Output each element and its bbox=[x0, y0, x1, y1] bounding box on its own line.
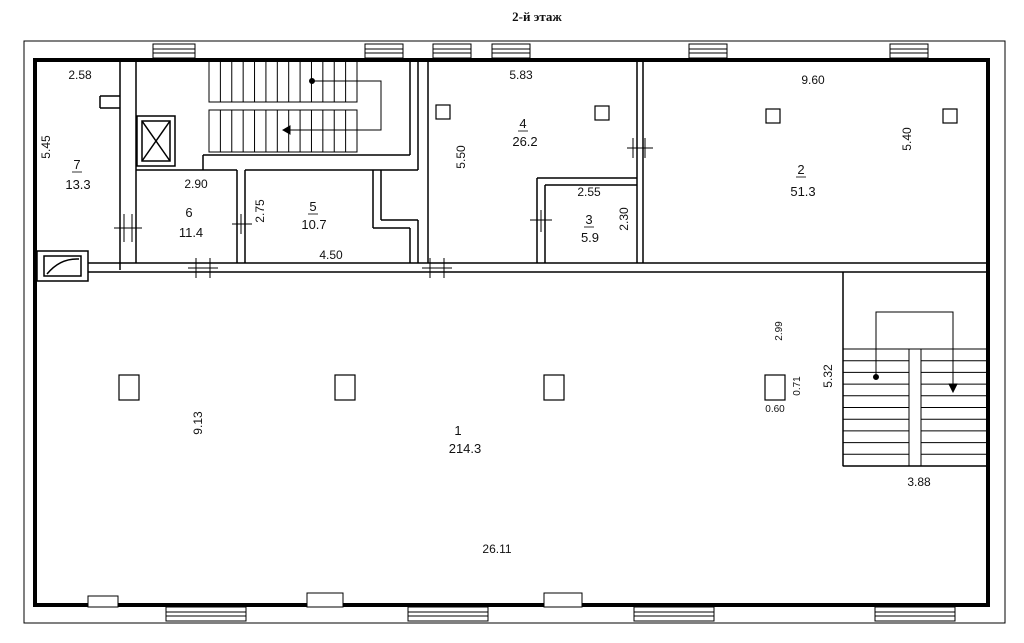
window bbox=[364, 43, 404, 59]
window bbox=[688, 43, 728, 59]
stair-treads-right bbox=[843, 360, 987, 455]
columns bbox=[118, 104, 958, 401]
room-3-label: 3 5.9 bbox=[581, 212, 599, 245]
dim-2-99: 2.99 bbox=[774, 321, 785, 341]
dim-2-90: 2.90 bbox=[184, 177, 208, 191]
dim-2-55: 2.55 bbox=[577, 185, 601, 199]
dim-26-11: 26.11 bbox=[482, 542, 511, 556]
elevator-shaft bbox=[136, 115, 176, 167]
room-2-area: 51.3 bbox=[790, 184, 815, 199]
staircase-top bbox=[208, 59, 358, 153]
bottom-wall-niches bbox=[87, 592, 583, 608]
dim-0-71: 0.71 bbox=[792, 376, 803, 396]
room-2-number: 2 bbox=[797, 162, 804, 177]
window bbox=[407, 606, 489, 622]
window bbox=[889, 43, 929, 59]
stair-treads-top bbox=[219, 60, 347, 152]
dim-0-60: 0.60 bbox=[765, 404, 785, 415]
dim-5-45: 5.45 bbox=[39, 135, 53, 159]
dim-9-60: 9.60 bbox=[801, 73, 825, 87]
window bbox=[633, 606, 715, 622]
stair-arrow-top bbox=[281, 78, 382, 135]
dim-2-58: 2.58 bbox=[68, 68, 92, 82]
window bbox=[152, 43, 196, 59]
vent-box bbox=[36, 250, 89, 282]
dim-5-83: 5.83 bbox=[509, 68, 533, 82]
door-markers bbox=[114, 138, 653, 278]
room-3-area: 5.9 bbox=[581, 230, 599, 245]
top-windows bbox=[152, 43, 929, 59]
room-4-label: 4 26.2 bbox=[512, 116, 537, 149]
dim-5-40: 5.40 bbox=[900, 127, 914, 151]
bottom-windows bbox=[165, 606, 956, 622]
room-1-area: 214.3 bbox=[449, 441, 482, 456]
room-4-number: 4 bbox=[519, 116, 526, 131]
room-5-number: 5 bbox=[309, 199, 316, 214]
dim-5-50: 5.50 bbox=[454, 145, 468, 169]
dim-2-30: 2.30 bbox=[617, 207, 631, 231]
room-6-label: 6 11.4 bbox=[179, 205, 203, 240]
room-1-number: 1 bbox=[454, 423, 461, 438]
dim-4-50: 4.50 bbox=[319, 248, 343, 262]
room-2-label: 2 51.3 bbox=[790, 162, 815, 199]
room-4-area: 26.2 bbox=[512, 134, 537, 149]
room-6-number: 6 bbox=[185, 205, 192, 220]
room-7-number: 7 bbox=[73, 157, 80, 172]
room-5-area: 10.7 bbox=[301, 217, 326, 232]
room-1-label: 1 214.3 bbox=[449, 423, 482, 456]
room-7-area: 13.3 bbox=[65, 177, 90, 192]
room-6-area: 11.4 bbox=[179, 225, 203, 240]
interior-walls bbox=[88, 60, 988, 467]
dim-9-13: 9.13 bbox=[191, 411, 205, 435]
window bbox=[874, 606, 956, 622]
floor-title: 2-й этаж bbox=[512, 9, 562, 24]
dim-5-32: 5.32 bbox=[821, 364, 835, 388]
outer-wall bbox=[23, 40, 1006, 624]
window bbox=[432, 43, 472, 59]
room-3-number: 3 bbox=[585, 212, 592, 227]
dim-2-75: 2.75 bbox=[253, 199, 267, 223]
window bbox=[491, 43, 531, 59]
dimension-labels: 2.58 5.45 2.90 2.75 4.50 5.83 5.50 2.55 … bbox=[39, 68, 931, 556]
room-5-label: 5 10.7 bbox=[301, 199, 326, 232]
window bbox=[165, 606, 247, 622]
room-7-label: 7 13.3 bbox=[65, 157, 90, 192]
dim-3-88: 3.88 bbox=[907, 475, 931, 489]
stair-arrow-right bbox=[873, 311, 958, 394]
